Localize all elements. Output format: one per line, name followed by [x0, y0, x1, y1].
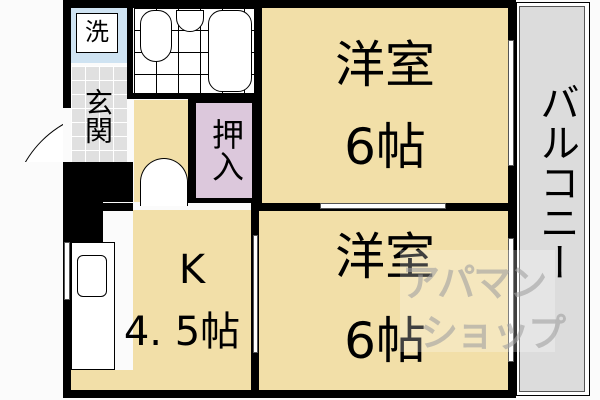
wall-right: [508, 0, 516, 398]
hallway-door[interactable]: [140, 158, 188, 206]
sink: [176, 10, 204, 32]
kitchen-window[interactable]: [64, 242, 70, 300]
western-room-2-size: 6帖: [344, 312, 426, 370]
wall-top: [63, 0, 515, 8]
western-room-1-label: 洋室: [335, 36, 435, 94]
western-room-2-label: 洋室: [335, 228, 435, 286]
kitchen-sink: [77, 255, 107, 297]
laundry-machine: [76, 13, 118, 53]
watermark-box: [400, 250, 555, 352]
watermark-line-1: アパマン: [402, 261, 547, 305]
western-room-1: [262, 8, 508, 204]
sliding-door-rooms[interactable]: [320, 203, 446, 209]
closet-area: [196, 103, 252, 198]
western-room-1-size: 6帖: [344, 118, 426, 176]
wall-bottom: [63, 390, 515, 398]
bathtub: [208, 10, 252, 92]
sliding-door-kitchen[interactable]: [253, 235, 258, 353]
wall-room1-left: [254, 0, 262, 208]
kitchen: [133, 210, 251, 390]
kitchen-lower: [71, 370, 251, 390]
balcony-window-2[interactable]: [508, 238, 514, 362]
wall-bath-bottom: [127, 93, 257, 99]
entrance-area: [71, 66, 127, 168]
entrance-label: 玄関: [81, 88, 114, 144]
kitchen-label: K: [178, 247, 206, 293]
wall-block-2: [63, 162, 103, 242]
closet-label: 押入: [207, 118, 245, 182]
watermark-line-2: ショップ: [420, 311, 566, 355]
wall-left-top: [63, 0, 71, 108]
wall-bath-left: [127, 0, 133, 99]
balcony-window-1[interactable]: [508, 40, 514, 166]
wall-kitchen-top: [63, 203, 133, 211]
laundry-label: 洗: [85, 18, 109, 46]
western-room-2: [259, 211, 508, 390]
balcony-label: バルコニー: [533, 82, 579, 282]
balcony-floor: [519, 6, 585, 392]
kitchen-size: 4. 5帖: [123, 309, 241, 355]
toilet: [140, 10, 172, 62]
